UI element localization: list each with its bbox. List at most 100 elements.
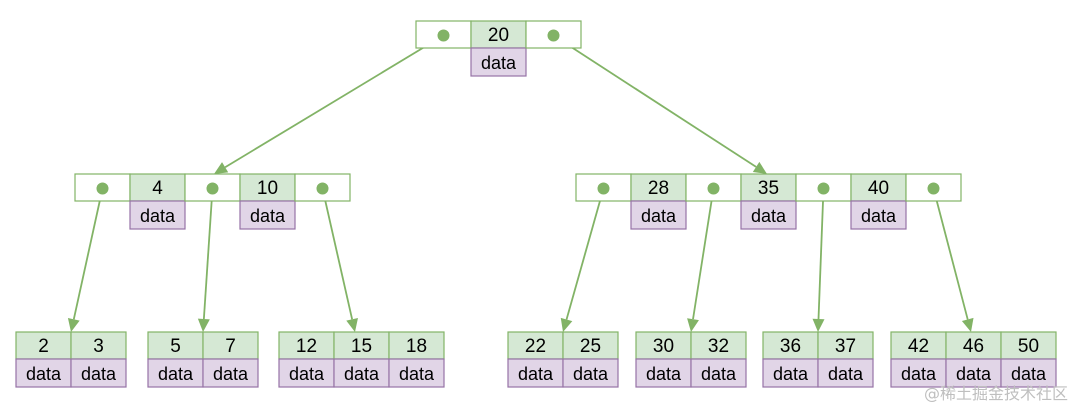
key-label: 36: [780, 336, 801, 357]
data-label: data: [573, 364, 609, 384]
edge-line: [553, 34, 757, 168]
edge-line: [224, 34, 444, 169]
edge-line: [692, 188, 715, 320]
key-cell: [239, 173, 296, 202]
data-cell: [945, 358, 1002, 388]
key-cell: [690, 331, 747, 360]
edges: [67, 34, 974, 332]
pointer-dot: [707, 182, 720, 195]
data-cell: [562, 358, 619, 388]
data-label: data: [344, 364, 380, 384]
data-label: data: [481, 53, 517, 73]
key-label: 12: [296, 336, 317, 357]
data-label: data: [901, 364, 937, 384]
data-label: data: [1011, 364, 1047, 384]
edge-arrowhead: [67, 318, 80, 332]
pointer-dot: [817, 182, 830, 195]
data-label: data: [701, 364, 737, 384]
leaf-node-2: 5 data 7 data: [147, 331, 259, 388]
internal-node-1: 4 data 10 data: [74, 173, 351, 230]
edge-line: [817, 188, 825, 320]
pointer-cell: [525, 20, 582, 49]
key-label: 30: [653, 336, 674, 357]
data-label: data: [751, 206, 787, 226]
key-cell: [388, 331, 445, 360]
data-cell: [850, 200, 907, 230]
edge-arrowhead: [560, 317, 573, 332]
data-label: data: [250, 206, 286, 226]
data-cell: [635, 358, 692, 388]
key-label: 40: [868, 178, 889, 199]
pointer-cell: [905, 173, 962, 202]
key-label: 5: [170, 336, 181, 357]
data-cell: [690, 358, 747, 388]
key-cell: [635, 331, 692, 360]
key-label: 2: [38, 336, 49, 357]
edge-line: [72, 188, 104, 320]
data-cell: [740, 200, 797, 230]
key-cell: [630, 173, 687, 202]
data-label: data: [646, 364, 682, 384]
data-cell: [762, 358, 819, 388]
data-label: data: [399, 364, 435, 384]
key-label: 25: [580, 336, 601, 357]
data-label: data: [81, 364, 117, 384]
edge-line: [932, 188, 969, 320]
key-label: 46: [963, 336, 984, 357]
data-cell: [388, 358, 445, 388]
key-cell: [15, 331, 72, 360]
key-cell: [890, 331, 947, 360]
pointer-dot: [437, 29, 450, 42]
data-label: data: [956, 364, 992, 384]
edge-arrowhead: [346, 317, 358, 332]
edge-line: [565, 188, 605, 320]
edge-arrowhead: [812, 318, 825, 332]
data-cell: [239, 200, 296, 230]
key-label: 50: [1018, 336, 1039, 357]
watermark: @稀土掘金技术社区: [923, 384, 1068, 403]
pointer-dot: [927, 182, 940, 195]
data-label: data: [158, 364, 194, 384]
leaf-node-5: 30 data 32 data: [635, 331, 747, 388]
data-cell: [890, 358, 947, 388]
data-label: data: [213, 364, 249, 384]
data-cell: [630, 200, 687, 230]
edge-line: [202, 188, 214, 320]
key-label: 3: [93, 336, 104, 357]
key-label: 28: [648, 178, 669, 199]
data-label: data: [828, 364, 864, 384]
key-label: 42: [908, 336, 929, 357]
edge-arrowhead: [687, 318, 699, 332]
data-label: data: [518, 364, 554, 384]
data-label: data: [641, 206, 677, 226]
data-label: data: [140, 206, 176, 226]
key-cell: [1000, 331, 1057, 360]
key-label: 10: [257, 178, 278, 199]
data-cell: [147, 358, 204, 388]
key-cell: [762, 331, 819, 360]
edge-arrowhead: [214, 162, 229, 174]
key-label: 7: [225, 336, 236, 357]
data-cell: [1000, 358, 1057, 388]
edge-arrowhead: [197, 318, 210, 332]
data-cell: [70, 358, 127, 388]
pointer-dot: [316, 182, 329, 195]
edge-line: [321, 188, 354, 320]
key-label: 15: [351, 336, 372, 357]
data-label: data: [289, 364, 325, 384]
key-cell: [850, 173, 907, 202]
data-cell: [470, 47, 527, 77]
pointer-dot: [206, 182, 219, 195]
data-label: data: [861, 206, 897, 226]
key-cell: [817, 331, 874, 360]
data-cell: [129, 200, 186, 230]
key-label: 4: [152, 178, 163, 199]
key-cell: [945, 331, 1002, 360]
key-label: 32: [708, 336, 729, 357]
pointer-dot: [547, 29, 560, 42]
